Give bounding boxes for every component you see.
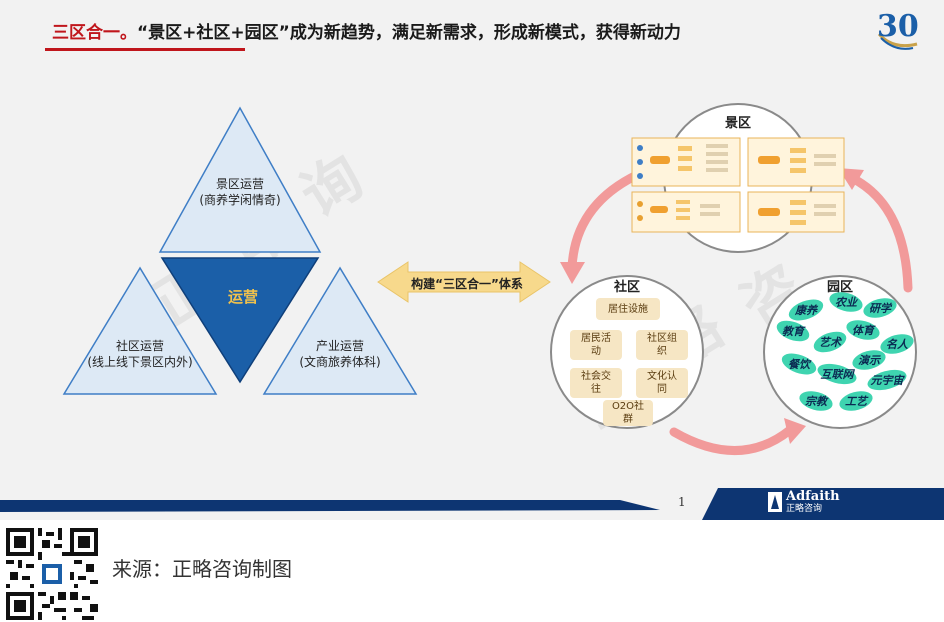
title-underline [45,48,245,51]
community-box: O2O社群 [603,400,653,426]
brand-cn: 正略咨询 [786,504,823,514]
triangle-center [160,257,320,384]
anniversary-logo-icon: 30 [877,9,919,50]
brand-en: Adfaith [786,489,840,504]
park-leaf: 体育 [852,324,874,337]
label-line: 景区运营 [215,177,264,191]
label-line: 社区运营 [115,339,164,353]
park-leaf: 农业 [835,296,857,309]
park-leaf: 艺术 [819,336,841,349]
park-leaf: 教育 [782,325,804,338]
logo-number: 30 [877,9,919,44]
community-box: 居民活动 [570,330,622,360]
title-prefix: 三区合一。 [52,23,137,43]
cycle-arrow-right [847,173,913,293]
park-leaf: 名人 [886,338,908,351]
park-leaf: 康养 [795,304,817,317]
label-line: (商养学闲情奇) [199,193,281,207]
cycle-arrowhead-left [560,262,585,284]
park-leaf: 研学 [869,302,891,315]
park-leaf: 宗教 [805,395,827,408]
triangle-top-label: 景区运营 (商养学闲情奇) [180,176,300,208]
community-box: 社会交往 [570,368,622,398]
scenic-flowchart [631,137,845,233]
label-line: 产业运营 [315,339,364,353]
triangle-right-label: 产业运营 (文商旅养体科) [275,338,405,370]
community-box: 文化认同 [636,368,688,398]
cycle-arrowhead-bottom [784,418,806,444]
park-leaf: 餐饮 [788,358,810,371]
slide: 正 略 询 正 略 咨 三区合一。“景区+社区+园区”成为新趋势，满足新需求，形… [0,0,944,520]
triangle-right [262,266,418,395]
triangle-center-label: 运营 [227,288,258,306]
park-leaf: 工艺 [845,395,867,408]
diagram-svg [0,103,944,520]
park-leaf: 演示 [858,354,880,367]
page-title: 三区合一。“景区+社区+园区”成为新趋势，满足新需求，形成新模式，获得新动力 [52,18,681,43]
source-caption: 来源：正略咨询制图 [112,557,292,581]
label-line: (线上线下景区内外) [87,355,193,369]
page-number: 1 [678,495,686,509]
double-arrow-icon [377,261,551,303]
footer-bar-left [0,500,660,512]
title-main: “景区+社区+园区”成为新趋势，满足新需求，形成新模式，获得新动力 [137,23,681,43]
triangle-left [62,266,218,395]
park-leaf: 元宇宙 [870,374,904,387]
cycle-arrow-bottom [669,425,795,455]
community-box: 居住设施 [596,298,660,320]
triangle-top [158,106,322,253]
brand-name: Adfaith 正略咨询 [786,489,840,515]
circle-community-title: 社区 [613,280,640,295]
triangle-left-label: 社区运营 (线上线下景区内外) [70,338,210,370]
footer-bar-right [702,488,944,520]
label-line: (文商旅养体科) [299,355,381,369]
community-box: 社区组织 [636,330,688,360]
qr-code-icon [6,528,98,620]
circle-park-title: 园区 [826,280,853,295]
double-arrow-label: 构建“三区合一”体系 [411,277,523,291]
park-leaf: 互联网 [820,368,854,381]
circle-scenic-title: 景区 [724,116,751,131]
